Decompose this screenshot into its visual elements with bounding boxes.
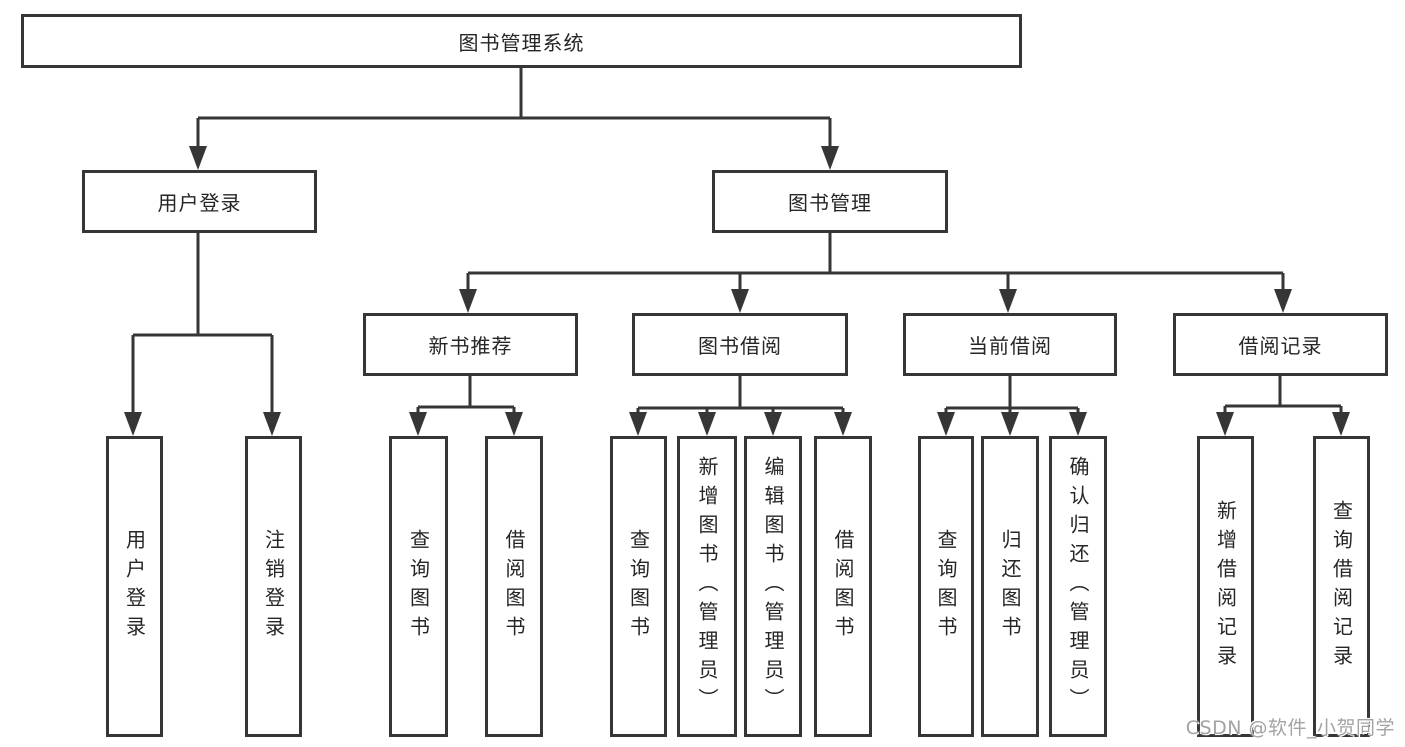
node-leaf-borrow-books-2: 借阅图书: [814, 436, 872, 737]
node-label: 查询图书: [406, 528, 431, 645]
node-label: 查询图书: [934, 528, 958, 645]
node-label: 查询借阅记录: [1329, 499, 1354, 674]
node-label: 注销登录: [261, 528, 286, 645]
node-current-borrowing: 当前借阅: [903, 313, 1117, 376]
node-leaf-return-books: 归还图书: [981, 436, 1039, 737]
arrowheads: [124, 146, 1350, 436]
node-leaf-edit-books-admin: 编辑图书（管理员）: [744, 436, 802, 737]
node-label: 当前借阅: [968, 334, 1052, 358]
node-label: 新增图书（管理员）: [695, 456, 719, 717]
node-leaf-logout: 注销登录: [245, 436, 302, 737]
node-leaf-borrow-books-1: 借阅图书: [485, 436, 543, 737]
node-library-system: 图书管理系统: [21, 14, 1022, 68]
node-label: 借阅记录: [1238, 334, 1323, 358]
node-label: 图书借阅: [698, 334, 782, 358]
node-book-borrowing: 图书借阅: [632, 313, 848, 376]
connector-lines: [131, 68, 1343, 412]
node-label: 归还图书: [998, 528, 1022, 645]
node-leaf-query-books-1: 查询图书: [389, 436, 448, 737]
csdn-watermark: CSDN @软件_小贺同学: [1185, 717, 1395, 739]
node-label: 借阅图书: [831, 528, 855, 645]
node-user-login: 用户登录: [82, 170, 317, 233]
node-leaf-add-books-admin: 新增图书（管理员）: [677, 436, 737, 737]
node-new-book-recommend: 新书推荐: [363, 313, 578, 376]
node-label: 确认归还（管理员）: [1066, 456, 1090, 717]
node-label: 图书管理: [788, 191, 872, 215]
node-label: 新增借阅记录: [1213, 499, 1238, 674]
node-book-management: 图书管理: [712, 170, 948, 233]
node-leaf-query-borrow-record: 查询借阅记录: [1313, 436, 1370, 737]
node-label: 用户登录: [157, 191, 242, 215]
node-label: 查询图书: [626, 528, 651, 645]
node-leaf-query-books-3: 查询图书: [918, 436, 974, 737]
node-label: 新书推荐: [428, 334, 513, 358]
node-label: 图书管理系统: [458, 30, 585, 55]
node-leaf-user-login: 用户登录: [106, 436, 163, 737]
node-leaf-add-borrow-record: 新增借阅记录: [1197, 436, 1254, 737]
node-label: 编辑图书（管理员）: [761, 456, 785, 717]
node-label: 借阅图书: [502, 528, 526, 645]
node-label: 用户登录: [122, 528, 147, 645]
node-borrowing-records: 借阅记录: [1173, 313, 1388, 376]
node-leaf-confirm-return-admin: 确认归还（管理员）: [1049, 436, 1107, 737]
node-leaf-query-books-2: 查询图书: [610, 436, 667, 737]
